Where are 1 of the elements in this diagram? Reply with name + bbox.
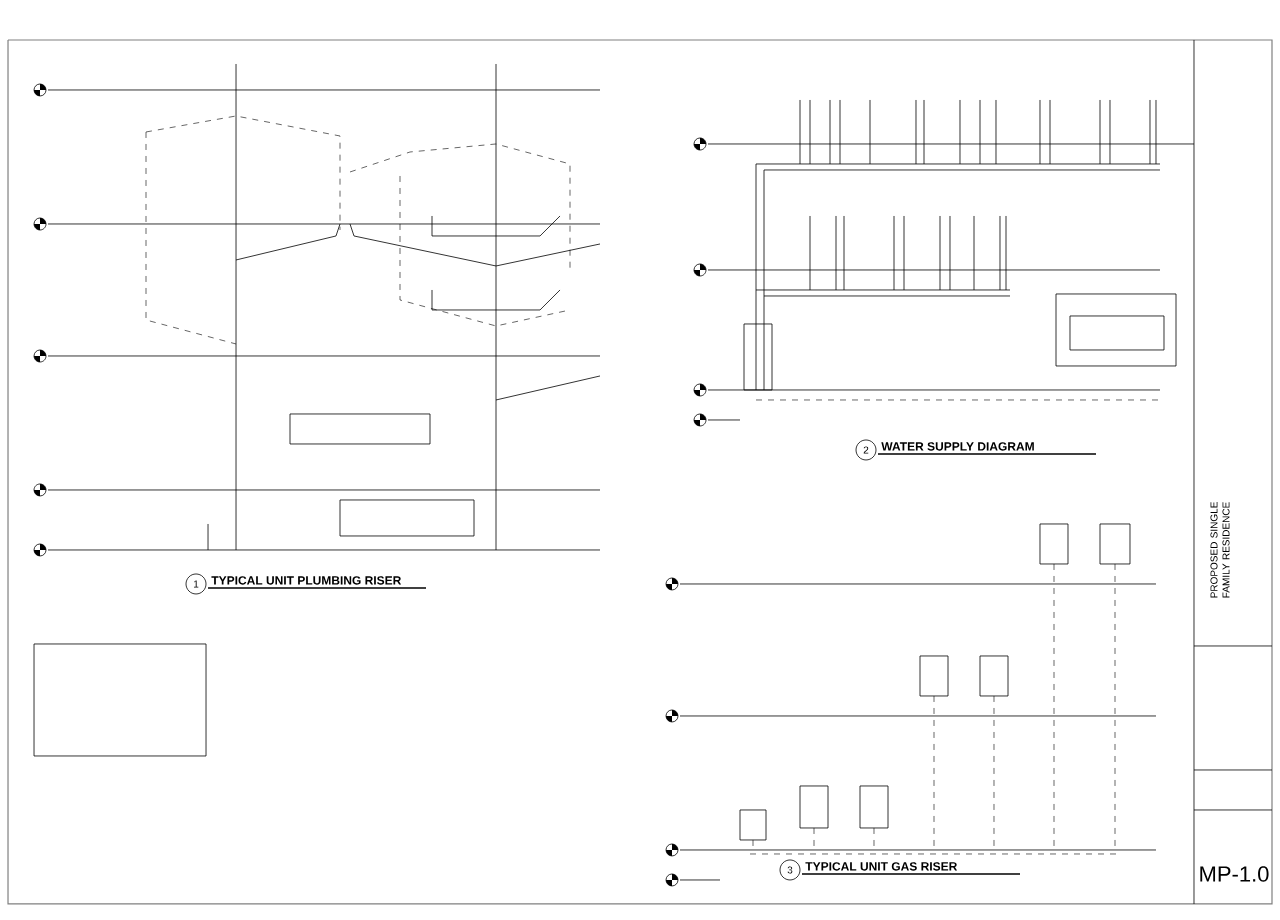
sheet-number: MP-1.0 bbox=[1200, 866, 1269, 882]
